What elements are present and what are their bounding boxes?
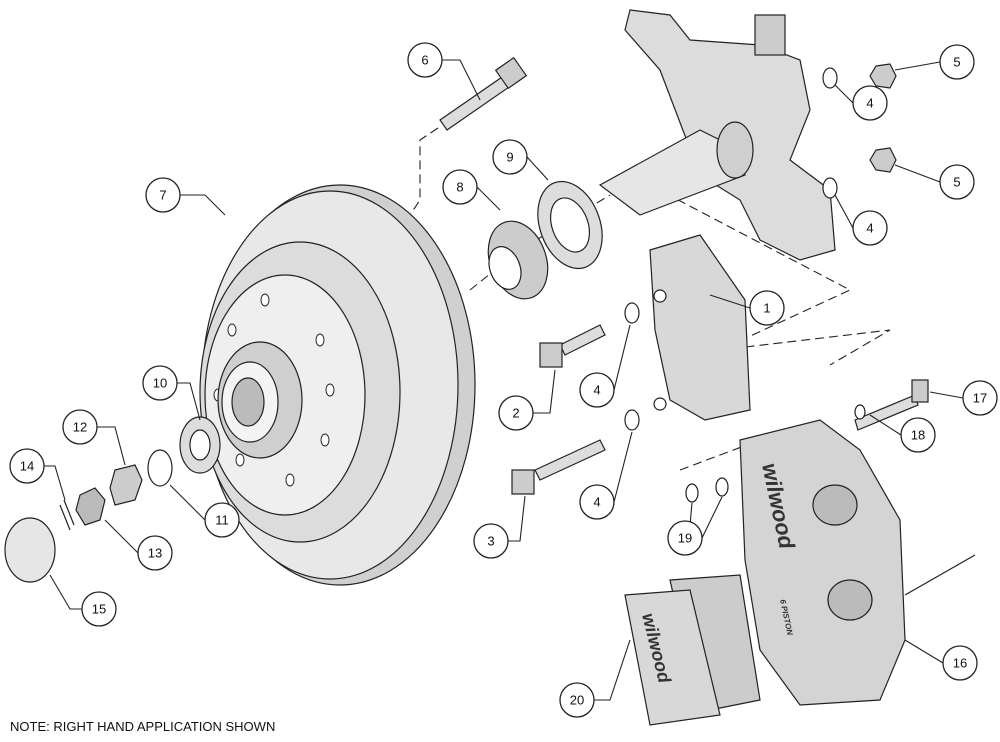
callout: 6 <box>407 42 443 78</box>
brake-pads: wilwood <box>624 574 761 726</box>
svg-text:4: 4 <box>866 96 873 111</box>
svg-text:3: 3 <box>487 534 494 549</box>
caliper-bracket <box>649 234 751 421</box>
callout: 8 <box>442 169 478 205</box>
svg-text:12: 12 <box>73 420 87 435</box>
callout: 5 <box>939 44 975 80</box>
svg-text:4: 4 <box>866 221 873 236</box>
svg-text:2: 2 <box>512 406 519 421</box>
callout: 10 <box>142 365 178 401</box>
callout: 20 <box>559 682 595 718</box>
callout: 3 <box>473 523 509 559</box>
spindle-knuckle <box>598 9 836 261</box>
callout: 14 <box>9 448 45 484</box>
svg-text:9: 9 <box>506 150 513 165</box>
callout: 12 <box>62 409 98 445</box>
svg-text:20: 20 <box>570 693 584 708</box>
rotor <box>199 184 476 586</box>
callout: 19 <box>667 520 703 556</box>
callout: 16 <box>942 645 978 681</box>
svg-text:5: 5 <box>953 175 960 190</box>
leader-lines <box>44 59 964 701</box>
callout: 18 <box>900 417 936 453</box>
svg-text:18: 18 <box>911 428 925 443</box>
hub-hardware <box>4 416 221 583</box>
callout: 1 <box>749 290 785 326</box>
bracket-bolts <box>511 63 897 495</box>
caliper: wilwood 6 PISTON <box>685 379 976 706</box>
svg-text:15: 15 <box>92 602 106 617</box>
callout: 15 <box>81 591 117 627</box>
callout: 2 <box>498 395 534 431</box>
callout: 13 <box>137 535 173 571</box>
callout: 4 <box>579 372 615 408</box>
svg-text:5: 5 <box>953 55 960 70</box>
svg-text:7: 7 <box>159 188 166 203</box>
callout: 5 <box>939 164 975 200</box>
svg-text:17: 17 <box>973 391 987 406</box>
svg-text:6: 6 <box>421 53 428 68</box>
svg-text:8: 8 <box>456 180 463 195</box>
bearing-and-seal <box>487 180 603 300</box>
callout: 7 <box>145 177 181 213</box>
svg-text:19: 19 <box>678 531 692 546</box>
callout: 4 <box>852 210 888 246</box>
callout: 9 <box>492 139 528 175</box>
svg-text:4: 4 <box>593 495 600 510</box>
application-note: NOTE: RIGHT HAND APPLICATION SHOWN <box>10 719 276 734</box>
svg-text:10: 10 <box>153 376 167 391</box>
svg-text:11: 11 <box>215 513 229 528</box>
svg-text:14: 14 <box>20 459 34 474</box>
callout: 4 <box>852 85 888 121</box>
bolt-6 <box>439 56 528 131</box>
svg-text:13: 13 <box>148 546 162 561</box>
callout: 11 <box>204 502 240 538</box>
svg-text:4: 4 <box>593 383 600 398</box>
callout: 17 <box>962 380 998 416</box>
svg-text:1: 1 <box>763 301 770 316</box>
callout: 4 <box>579 484 615 520</box>
svg-text:16: 16 <box>953 656 967 671</box>
